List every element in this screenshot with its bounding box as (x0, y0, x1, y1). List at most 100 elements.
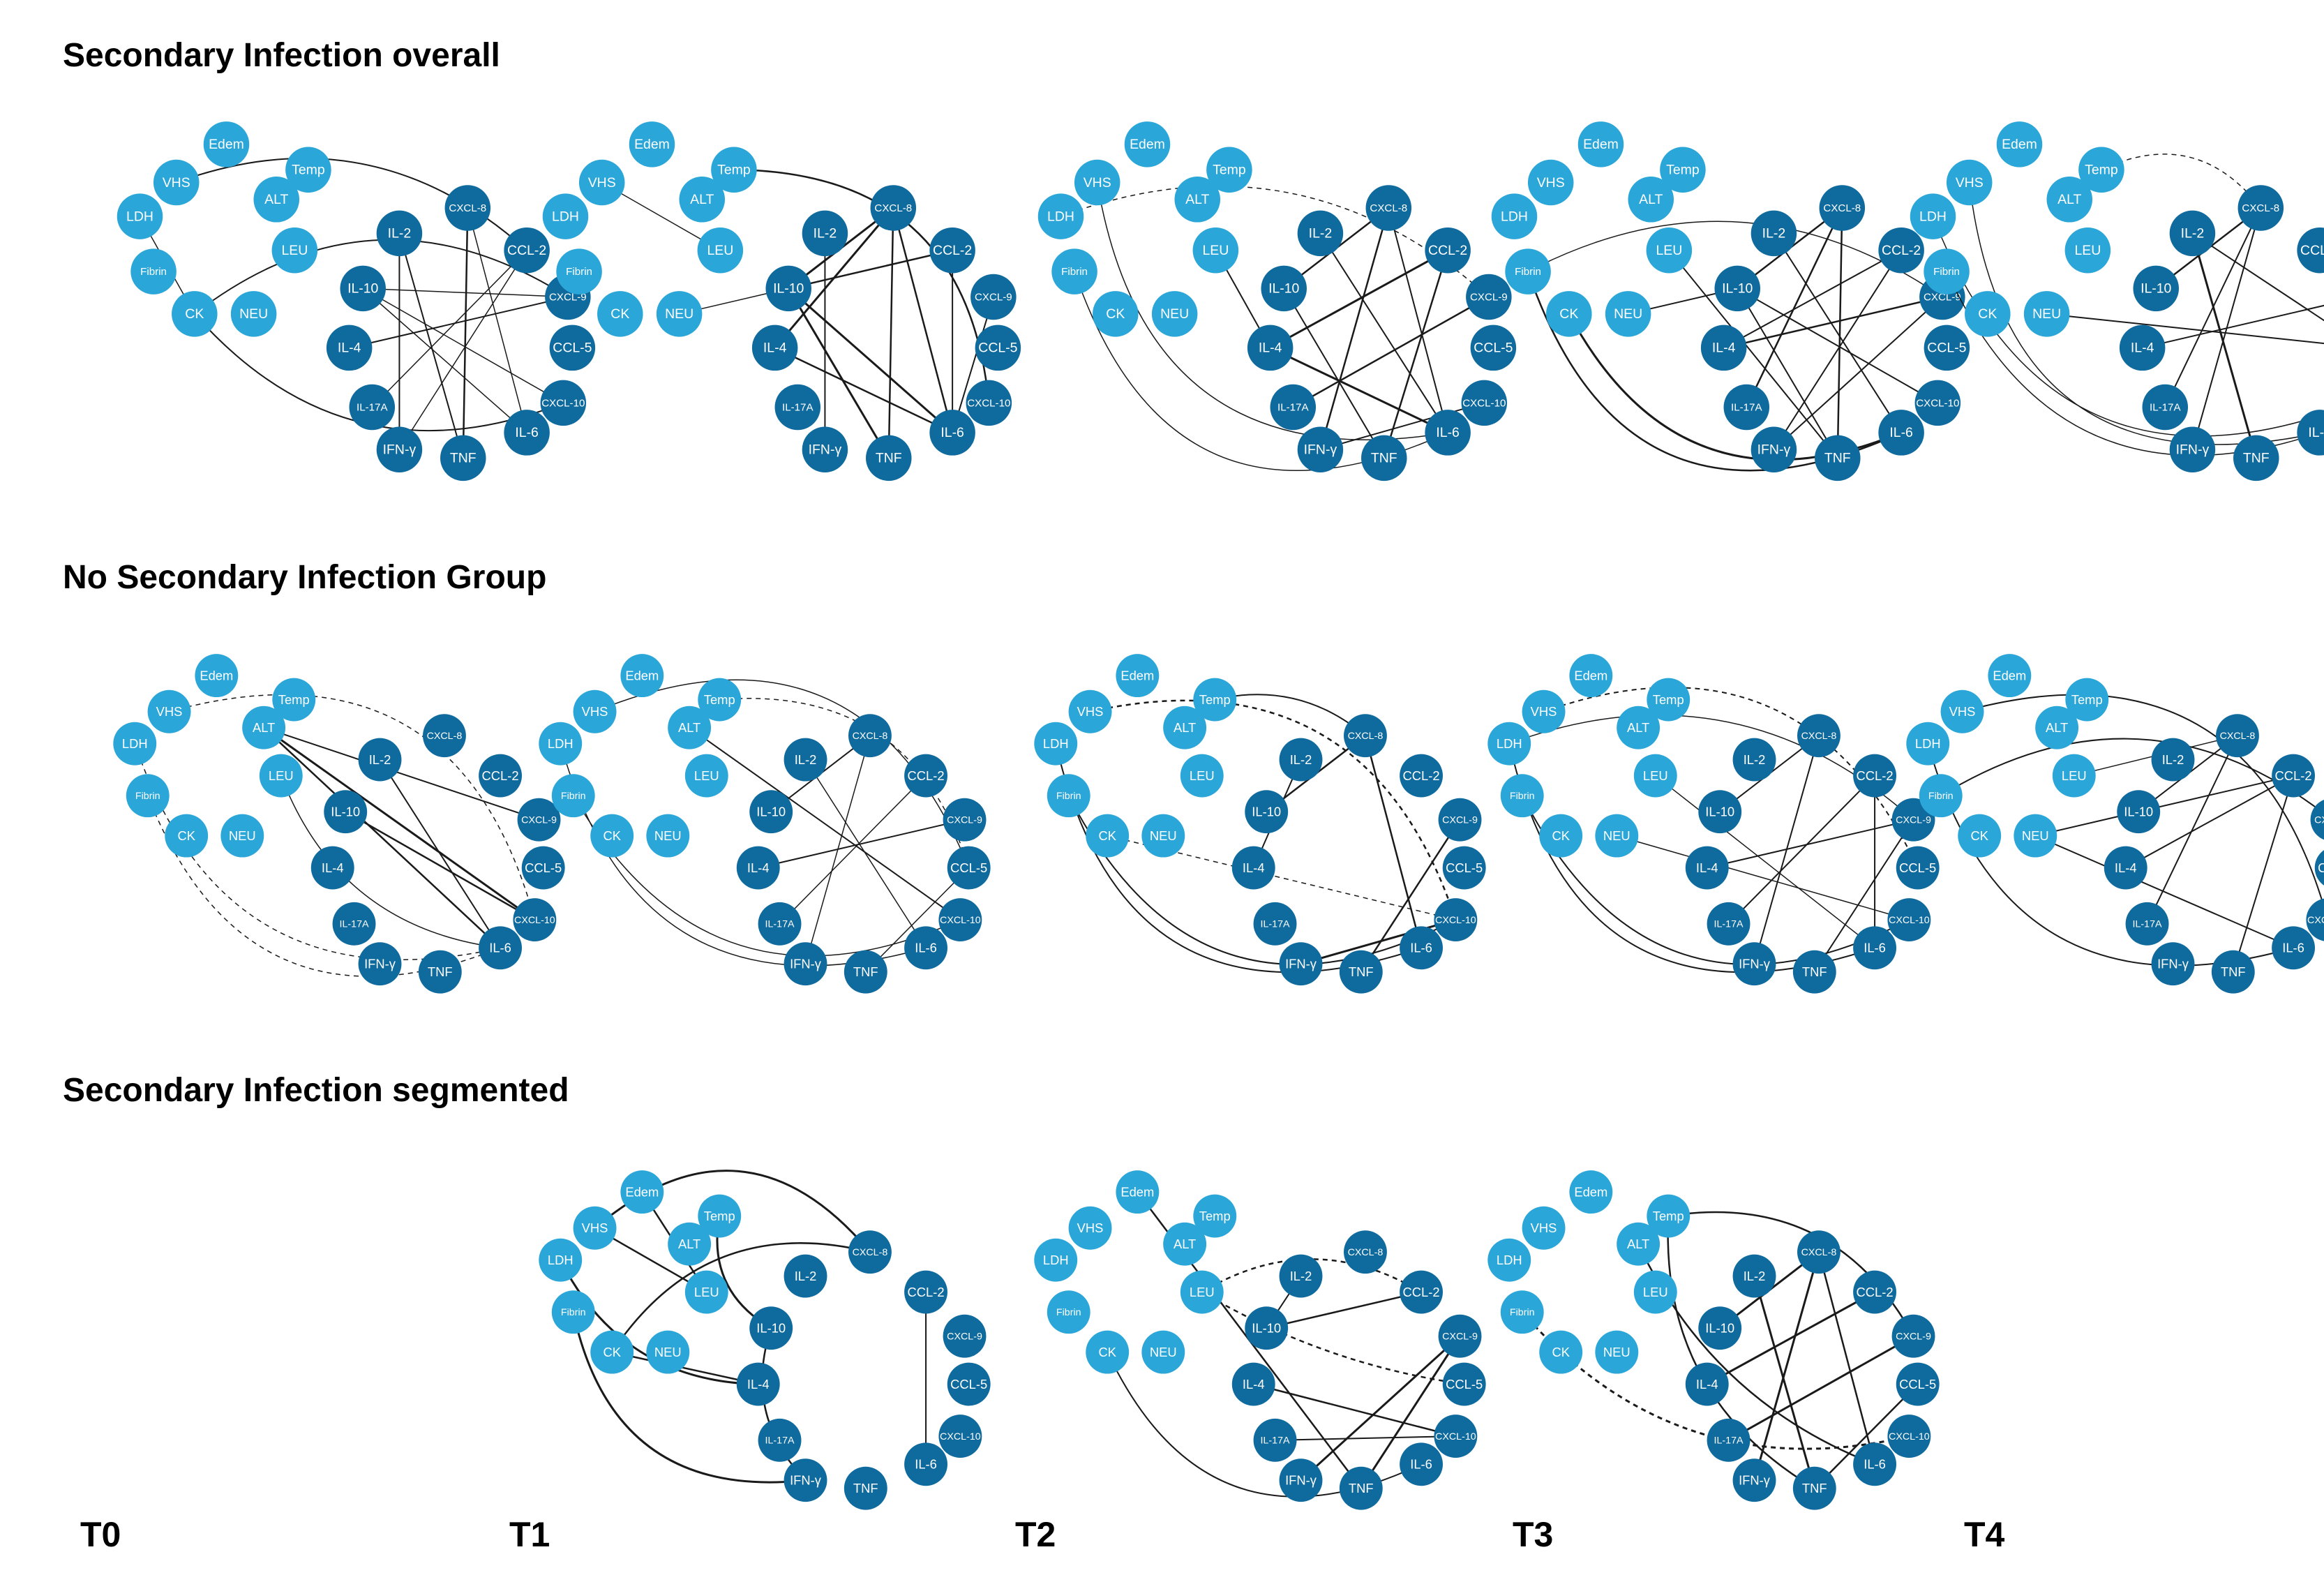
edge-il-2-tnf (1753, 1276, 1816, 1489)
node-label-ccl-5: CCL-5 (553, 341, 592, 356)
node-label-ccl-2: CCL-2 (507, 243, 546, 258)
node-label-il-17a: IL-17A (357, 401, 388, 413)
node-label-edem: Edem (1120, 668, 1154, 682)
node-cxcl-9 (1438, 1314, 1482, 1358)
node-ifn-g (802, 426, 848, 472)
node-il-2 (784, 1254, 827, 1298)
node-neu (1595, 814, 1639, 858)
node-label-ldh: LDH (1047, 209, 1074, 224)
node-label-cxcl-9: CXCL-9 (1924, 291, 1961, 303)
node-label-vhs: VHS (156, 704, 183, 719)
node-label-temp: Temp (704, 1209, 735, 1223)
node-ccl-2 (904, 754, 948, 798)
node-label-ccl-2: CCL-2 (908, 1285, 945, 1299)
node-label-fibrin: Fibrin (1510, 791, 1535, 802)
node-leu (684, 754, 728, 798)
node-label-il-17a: IL-17A (1261, 919, 1291, 930)
node-il-17a (2125, 902, 2169, 946)
node-label-ccl-5: CCL-5 (1474, 341, 1513, 356)
node-label-ck: CK (603, 1345, 621, 1359)
node-temp (2078, 147, 2124, 193)
node-label-il-2: IL-2 (369, 752, 391, 767)
node-ccl-5 (975, 324, 1021, 371)
node-fibrin (1500, 1290, 1544, 1334)
node-label-il-2: IL-2 (795, 1269, 817, 1283)
node-label-leu: LEU (1643, 768, 1668, 783)
node-il-2 (1751, 210, 1797, 257)
node-label-il-10: IL-10 (1268, 281, 1299, 297)
node-tnf (440, 435, 486, 482)
node-label-vhs: VHS (1537, 175, 1565, 191)
node-il-4 (1700, 324, 1747, 371)
node-cxcl-8 (848, 1230, 892, 1274)
node-label-temp: Temp (717, 163, 751, 178)
node-fibrin (1505, 248, 1551, 294)
node-il-6 (1853, 926, 1897, 970)
node-label-ck: CK (1559, 306, 1578, 322)
node-il-10 (1245, 1306, 1289, 1350)
node-label-vhs: VHS (1531, 1221, 1557, 1235)
node-label-cxcl-10: CXCL-10 (1462, 397, 1506, 409)
node-ldh (1906, 722, 1950, 766)
node-cxcl-8 (444, 185, 491, 231)
node-il-4 (736, 846, 780, 890)
node-label-il-6: IL-6 (489, 941, 511, 955)
node-ifn-g (2169, 426, 2216, 472)
node-il-6 (504, 410, 550, 456)
node-label-il-10: IL-10 (2124, 804, 2153, 819)
time-label-t0: T0 (80, 1515, 121, 1554)
node-label-alt: ALT (678, 1237, 700, 1251)
node-tnf (1361, 435, 1407, 482)
node-il-2 (1297, 210, 1344, 257)
node-il-2 (1732, 1254, 1776, 1298)
node-label-il-10: IL-10 (347, 281, 378, 297)
node-il-17a (1723, 384, 1770, 431)
edge-ifn-g-cxcl-8 (1753, 1251, 1820, 1481)
node-label-il-6: IL-6 (1889, 425, 1913, 440)
node-label-ifn-g: IFN-γ (790, 957, 822, 971)
node-ldh (539, 722, 583, 766)
node-label-cxcl-8: CXCL-8 (1370, 202, 1407, 214)
node-label-edem: Edem (625, 668, 659, 682)
node-fibrin (1047, 774, 1090, 818)
node-temp (285, 147, 331, 193)
edge-neu-il-6 (2034, 835, 2294, 949)
node-neu (656, 291, 703, 337)
node-label-vhs: VHS (1949, 704, 1976, 719)
node-label-ck: CK (610, 306, 629, 322)
node-label-alt: ALT (264, 192, 288, 207)
node-alt (2046, 177, 2093, 223)
node-label-neu: NEU (1150, 1345, 1177, 1359)
node-ccl-2 (1878, 227, 1924, 274)
node-label-il-6: IL-6 (915, 941, 937, 955)
edge-il-10-il-6 (362, 288, 527, 433)
node-label-edem: Edem (1993, 668, 2026, 682)
node-il-4 (736, 1362, 780, 1406)
node-il-6 (904, 926, 948, 970)
node-ck (590, 1330, 634, 1374)
node-cxcl-10 (966, 380, 1012, 426)
node-il-4 (1247, 324, 1294, 371)
node-label-cxcl-10: CXCL-10 (1435, 1431, 1476, 1442)
node-ccl-2 (1853, 754, 1897, 798)
node-label-neu: NEU (1603, 828, 1630, 843)
node-temp (1193, 1194, 1237, 1238)
node-label-cxcl-8: CXCL-8 (1348, 731, 1384, 742)
node-ccl-5 (549, 324, 596, 371)
node-ccl-2 (1425, 227, 1471, 274)
node-label-ldh: LDH (1501, 209, 1528, 224)
node-label-cxcl-9: CXCL-9 (1442, 1331, 1478, 1343)
section-title-no-infection: No Secondary Infection Group (63, 559, 547, 596)
node-label-il-4: IL-4 (1243, 1377, 1265, 1391)
node-il-6 (904, 1442, 948, 1486)
edge-il-4-il-6 (1270, 347, 1448, 434)
edge-neu-ccl-5 (2046, 313, 2324, 345)
node-cxcl-8 (2216, 714, 2259, 758)
node-ccl-5 (1896, 846, 1940, 890)
node-label-tnf: TNF (2221, 964, 2246, 979)
